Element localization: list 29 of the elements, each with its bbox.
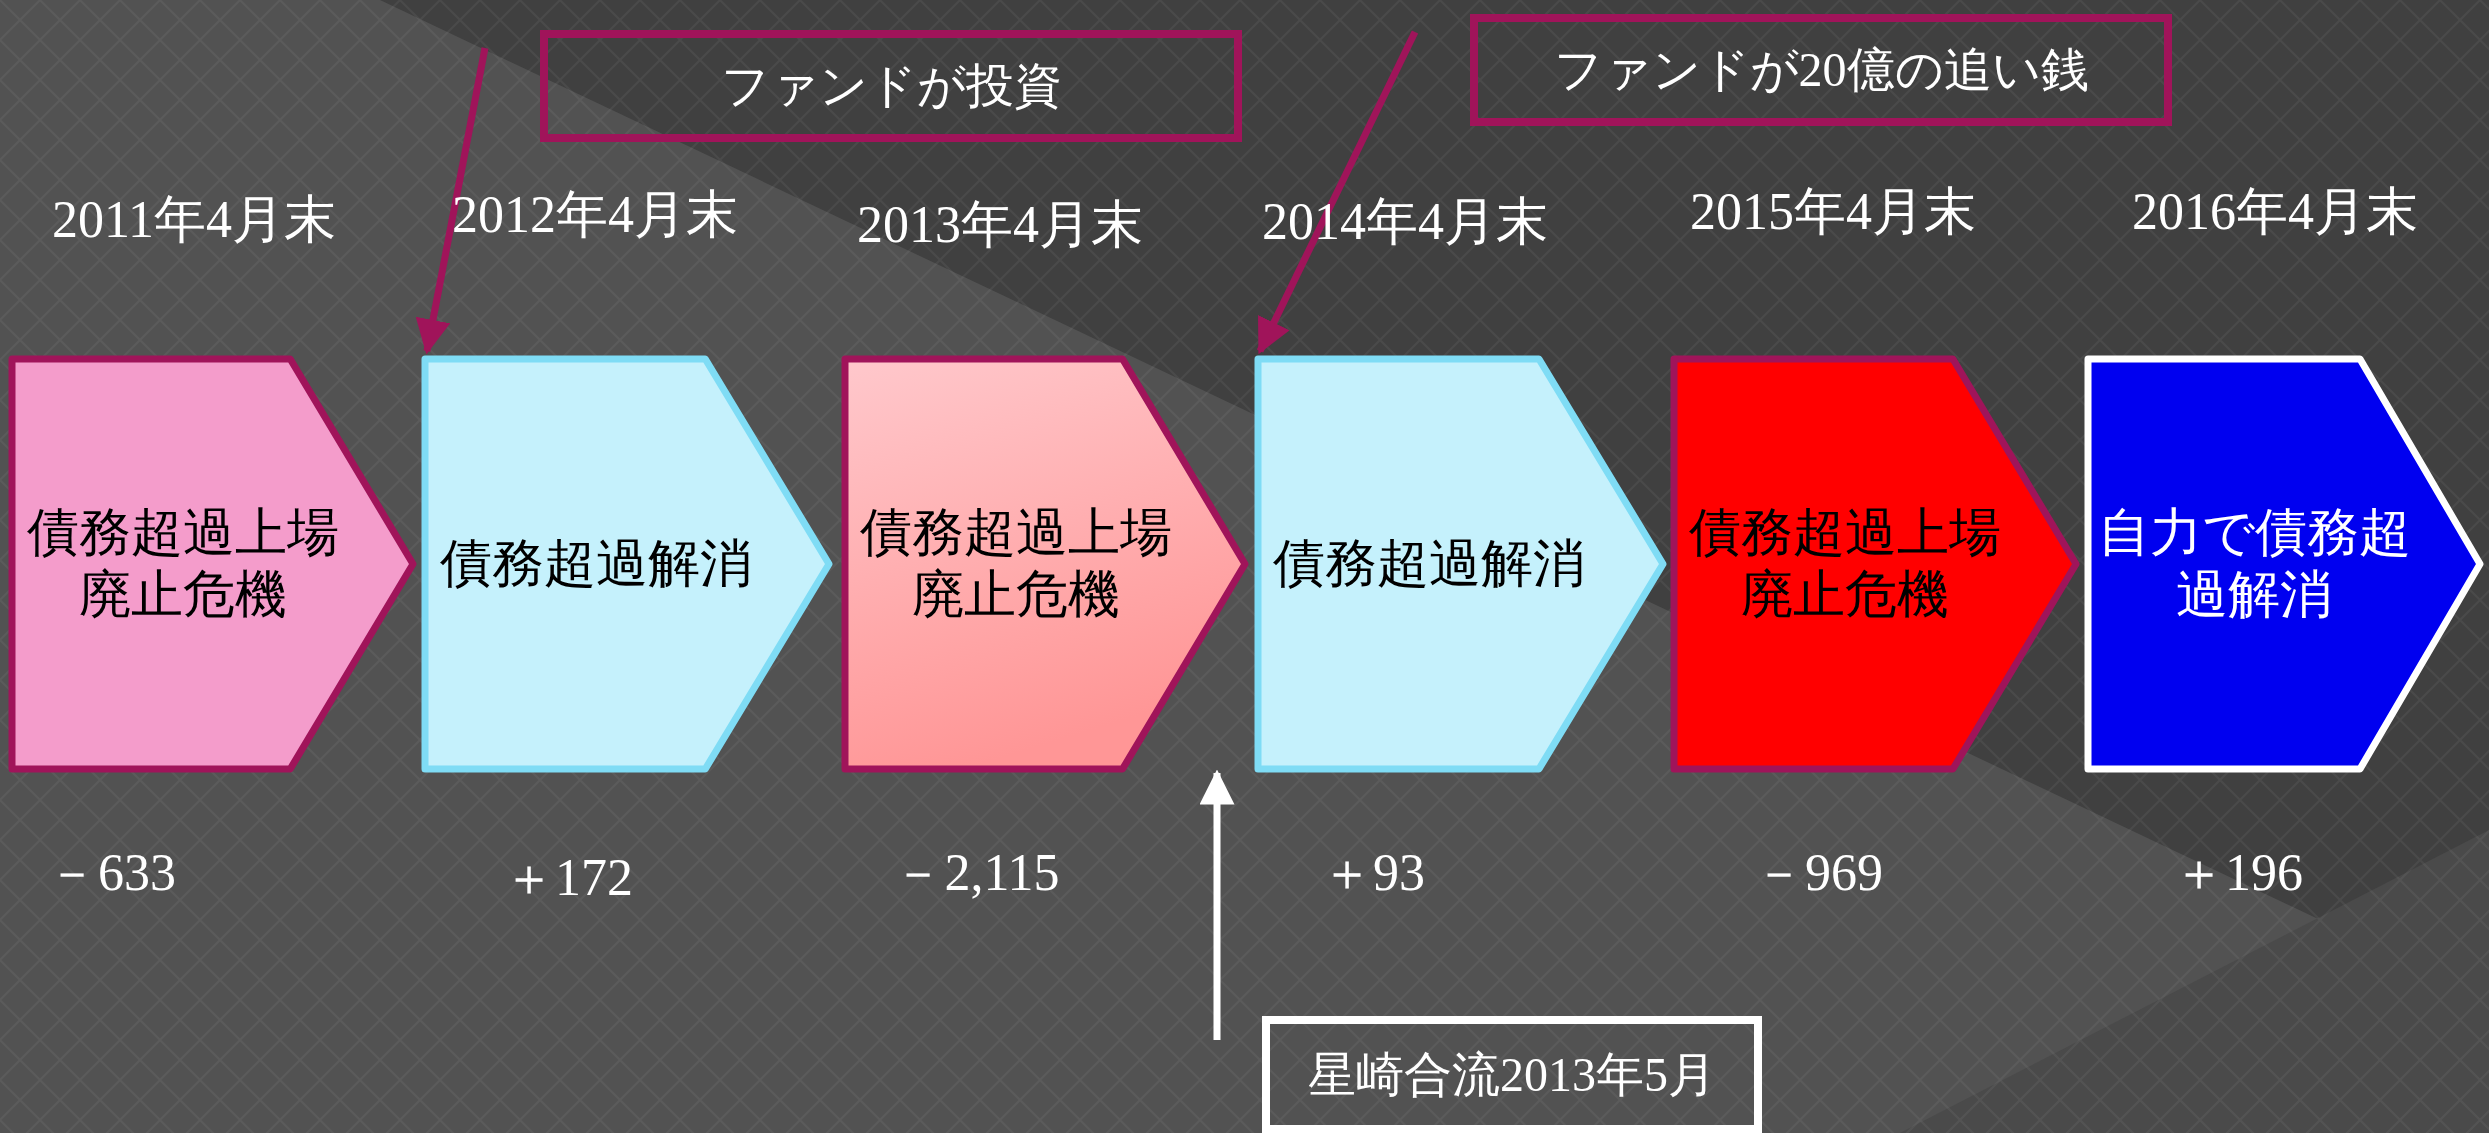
date-label: 2014年4月末 [1262, 192, 1548, 252]
arrow [415, 47, 489, 355]
label-box: ファンドが投資 [540, 30, 1242, 142]
date-label: 2011年4月末 [51, 190, 337, 250]
step-shape [841, 355, 1249, 773]
date-label: 2012年4月末 [452, 185, 738, 245]
value-label: －2,115 [892, 843, 1060, 903]
value-label: －969 [1753, 843, 1883, 903]
label-box: ファンドが20億の追い銭 [1470, 14, 2172, 126]
arrow [1256, 30, 1419, 355]
chevron-text: 債務超過解消 [439, 533, 753, 594]
step-shape [1670, 355, 2080, 773]
chevron-text: 債務超過上場廃止危機 [26, 502, 340, 625]
date-label: 2013年4月末 [857, 195, 1143, 255]
label-box: 星崎合流2013年5月 [1262, 1016, 1762, 1133]
step-shape [421, 355, 833, 773]
value-label: ＋93 [1321, 843, 1425, 903]
chevron-text: 債務超過上場廃止危機 [1688, 502, 2002, 625]
date-label: 2015年4月末 [1690, 182, 1976, 242]
step-shape [1254, 355, 1667, 773]
step-shape [2084, 355, 2484, 773]
chevron-text: 自力で債務超過解消 [2096, 502, 2412, 625]
value-label: ＋172 [503, 848, 633, 908]
value-label: －633 [46, 843, 176, 903]
step-shape [8, 355, 417, 773]
date-label: 2016年4月末 [2132, 182, 2418, 242]
chevron-text: 債務超過解消 [1272, 533, 1586, 594]
chevron-text: 債務超過上場廃止危機 [859, 502, 1173, 625]
value-label: ＋196 [2173, 843, 2303, 903]
